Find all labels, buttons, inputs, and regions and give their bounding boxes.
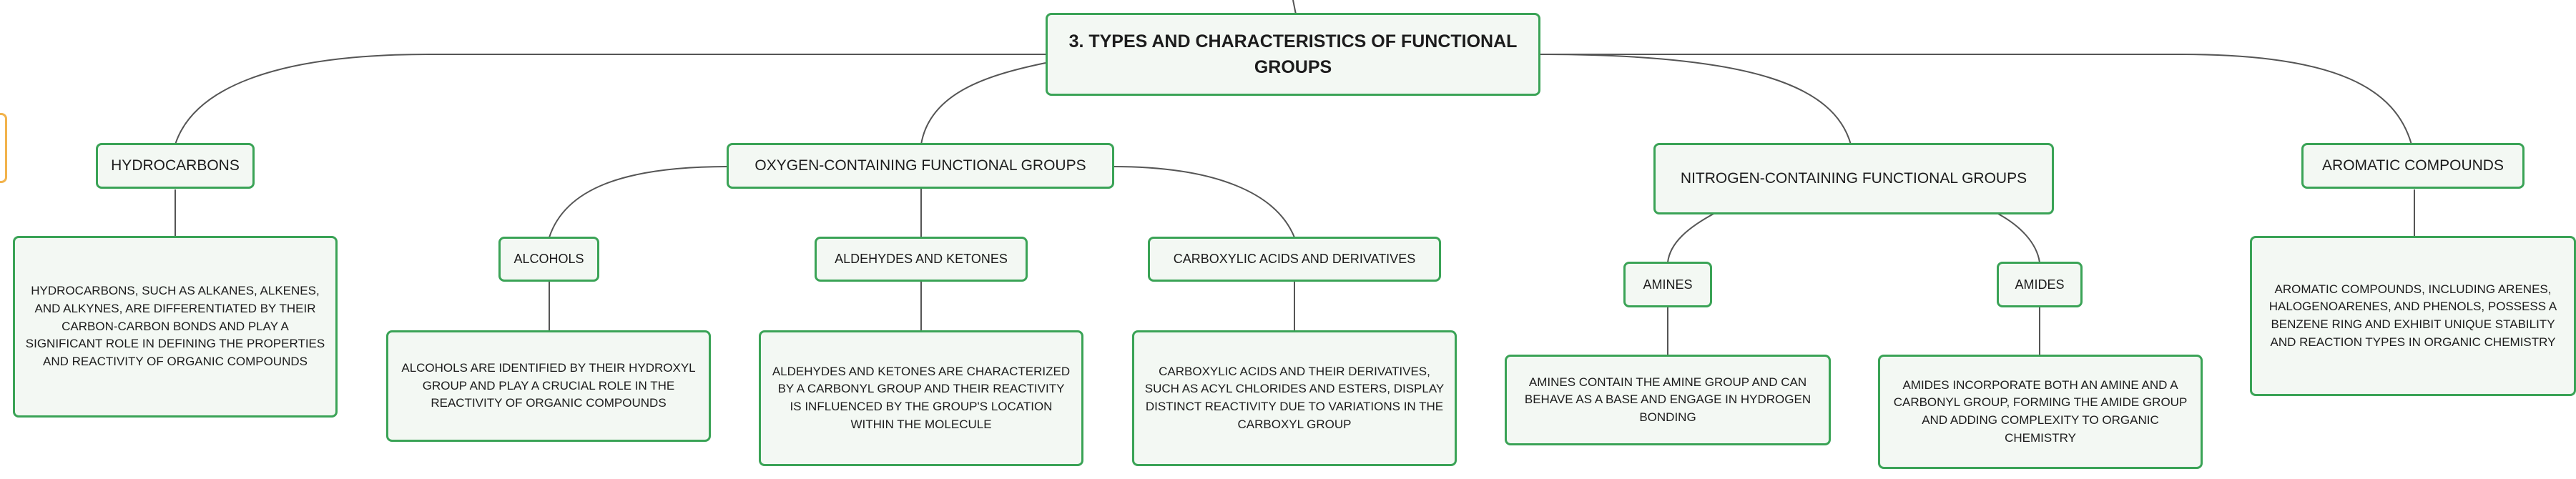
nitrogen-groups-node[interactable]: NITROGEN-CONTAINING FUNCTIONAL GROUPS <box>1653 143 2054 214</box>
link-root-aromatic <box>1539 54 2412 145</box>
aldehydes-ketones-desc-text: ALDEHYDES AND KETONES ARE CHARACTERIZED … <box>772 364 1071 431</box>
amines-label: AMINES <box>1643 277 1693 292</box>
carboxylic-acids-desc-node[interactable]: CARBOXYLIC ACIDS AND THEIR DERIVATIVES, … <box>1132 330 1457 466</box>
link-root-hydrocarbons <box>174 54 1046 145</box>
aromatic-compounds-node[interactable]: AROMATIC COMPOUNDS <box>2301 143 2525 189</box>
aldehydes-ketones-desc-node[interactable]: ALDEHYDES AND KETONES ARE CHARACTERIZED … <box>759 330 1083 466</box>
amides-node[interactable]: AMIDES <box>1997 262 2083 307</box>
aromatic-compounds-label: AROMATIC COMPOUNDS <box>2322 157 2504 174</box>
offscreen-node-edge[interactable] <box>0 113 7 183</box>
root-topic-label: 3. TYPES AND CHARACTERISTICS OF FUNCTION… <box>1068 31 1518 77</box>
amines-node[interactable]: AMINES <box>1623 262 1712 307</box>
link-nitrogen-amides <box>1995 212 2040 263</box>
amides-desc-node[interactable]: AMIDES INCORPORATE BOTH AN AMINE AND A C… <box>1878 355 2203 469</box>
root-topic-node[interactable]: 3. TYPES AND CHARACTERISTICS OF FUNCTION… <box>1046 13 1540 96</box>
link-oxygen-carboxylic <box>1112 166 1295 238</box>
hydrocarbons-desc-node[interactable]: HYDROCARBONS, SUCH AS ALKANES, ALKENES, … <box>13 236 338 418</box>
oxygen-groups-label: OXYGEN-CONTAINING FUNCTIONAL GROUPS <box>754 157 1086 174</box>
carboxylic-acids-label: CARBOXYLIC ACIDS AND DERIVATIVES <box>1173 252 1416 267</box>
amines-desc-text: AMINES CONTAIN THE AMINE GROUP AND CAN B… <box>1524 375 1811 424</box>
link-root-parent <box>1292 0 1297 15</box>
nitrogen-groups-label: NITROGEN-CONTAINING FUNCTIONAL GROUPS <box>1680 169 2027 187</box>
alcohols-desc-text: ALCOHOLS ARE IDENTIFIED BY THEIR HYDROXY… <box>401 361 696 410</box>
hydrocarbons-desc-text: HYDROCARBONS, SUCH AS ALKANES, ALKENES, … <box>25 284 325 368</box>
aromatic-compounds-desc-node[interactable]: AROMATIC COMPOUNDS, INCLUDING ARENES, HA… <box>2250 236 2576 396</box>
amides-desc-text: AMIDES INCORPORATE BOTH AN AMINE AND A C… <box>1893 377 2188 445</box>
aldehydes-ketones-node[interactable]: ALDEHYDES AND KETONES <box>815 237 1028 282</box>
alcohols-label: ALCOHOLS <box>513 252 584 267</box>
hydrocarbons-label: HYDROCARBONS <box>111 157 240 174</box>
alcohols-node[interactable]: ALCOHOLS <box>498 237 599 282</box>
amides-label: AMIDES <box>2015 277 2065 292</box>
carboxylic-acids-desc-text: CARBOXYLIC ACIDS AND THEIR DERIVATIVES, … <box>1144 364 1445 431</box>
hydrocarbons-node[interactable]: HYDROCARBONS <box>96 143 255 189</box>
link-oxygen-alcohols <box>549 166 729 238</box>
link-root-oxygen <box>920 62 1046 145</box>
aromatic-compounds-desc-text: AROMATIC COMPOUNDS, INCLUDING ARENES, HA… <box>2268 282 2557 349</box>
oxygen-groups-node[interactable]: OXYGEN-CONTAINING FUNCTIONAL GROUPS <box>727 143 1114 189</box>
aldehydes-ketones-label: ALDEHYDES AND KETONES <box>835 252 1008 267</box>
link-root-nitrogen <box>1538 54 1852 145</box>
carboxylic-acids-node[interactable]: CARBOXYLIC ACIDS AND DERIVATIVES <box>1148 237 1441 282</box>
amines-desc-node[interactable]: AMINES CONTAIN THE AMINE GROUP AND CAN B… <box>1505 355 1831 445</box>
link-nitrogen-amines <box>1667 212 1717 263</box>
alcohols-desc-node[interactable]: ALCOHOLS ARE IDENTIFIED BY THEIR HYDROXY… <box>386 330 711 442</box>
